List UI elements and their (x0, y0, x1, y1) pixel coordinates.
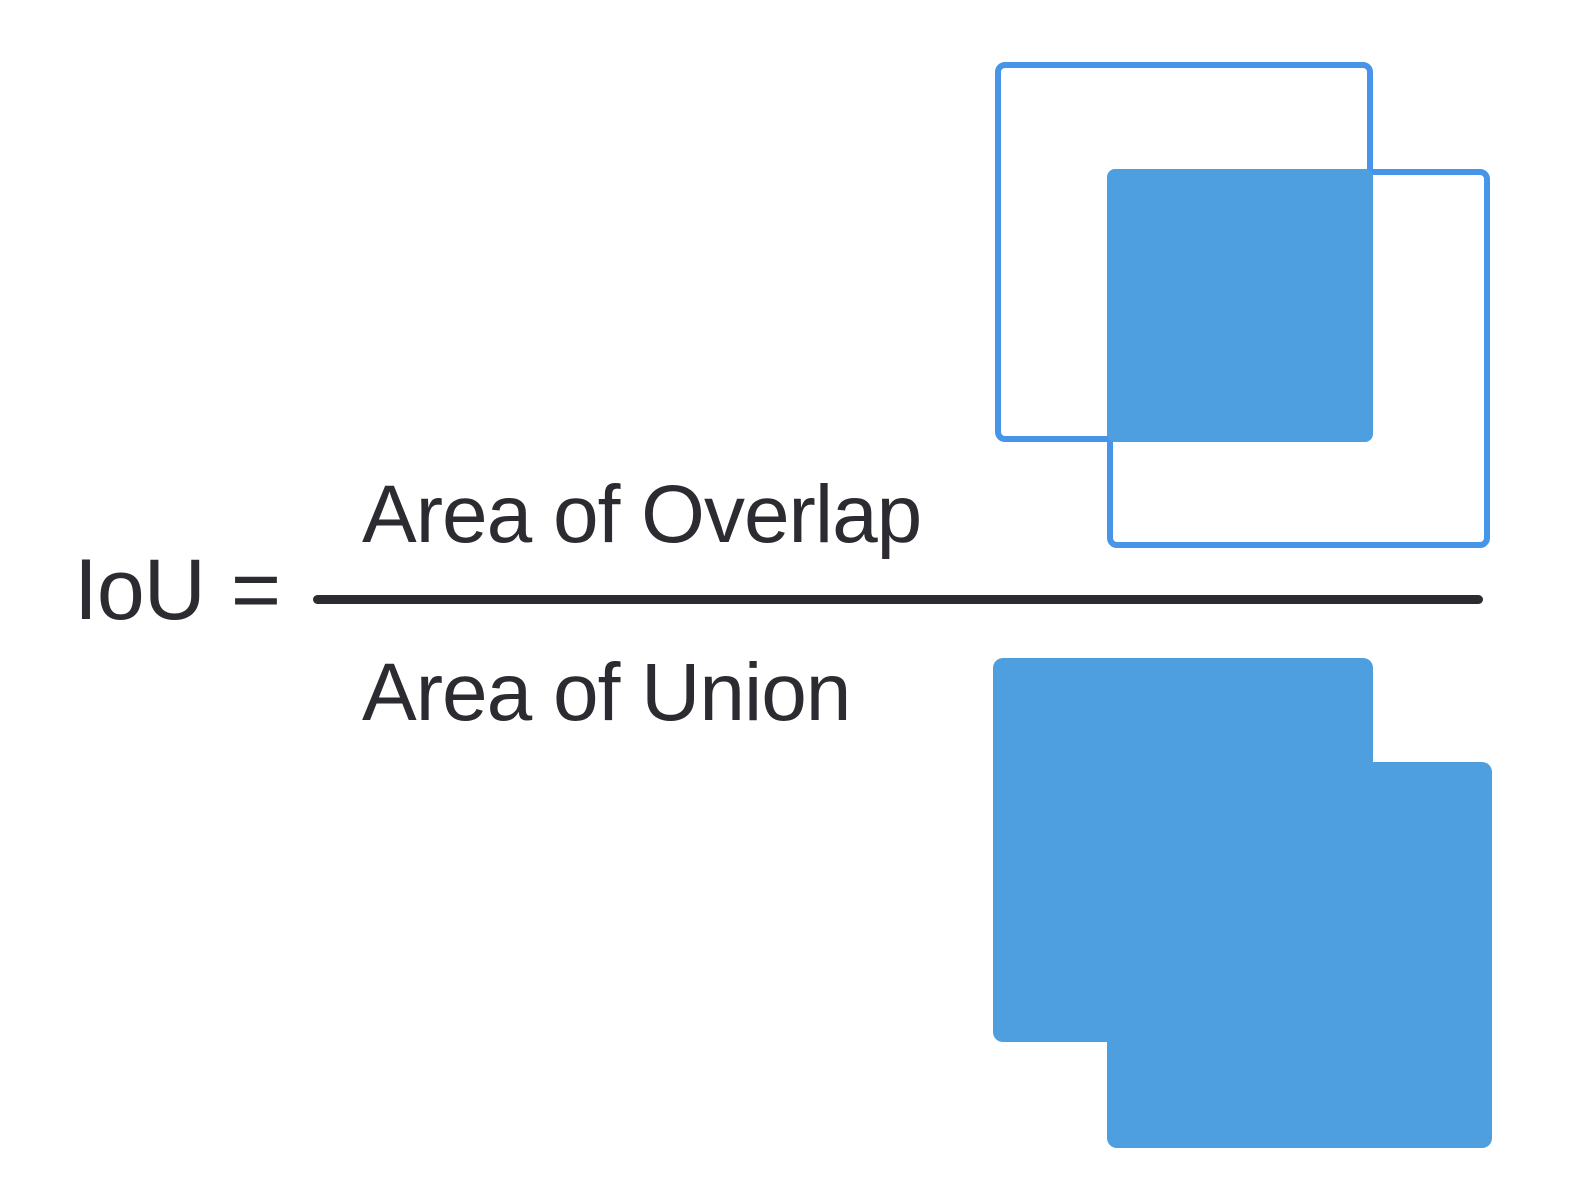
denominator-label: Area of Union (362, 647, 851, 738)
fraction-bar (313, 595, 1483, 604)
equals-sign: = (230, 542, 281, 638)
numerator-label: Area of Overlap (362, 469, 922, 560)
overlap-region-icon (1107, 169, 1373, 442)
iou-term: IoU (74, 542, 206, 638)
equation-lhs: IoU = (74, 542, 281, 638)
union-box-b-icon (1107, 762, 1492, 1148)
